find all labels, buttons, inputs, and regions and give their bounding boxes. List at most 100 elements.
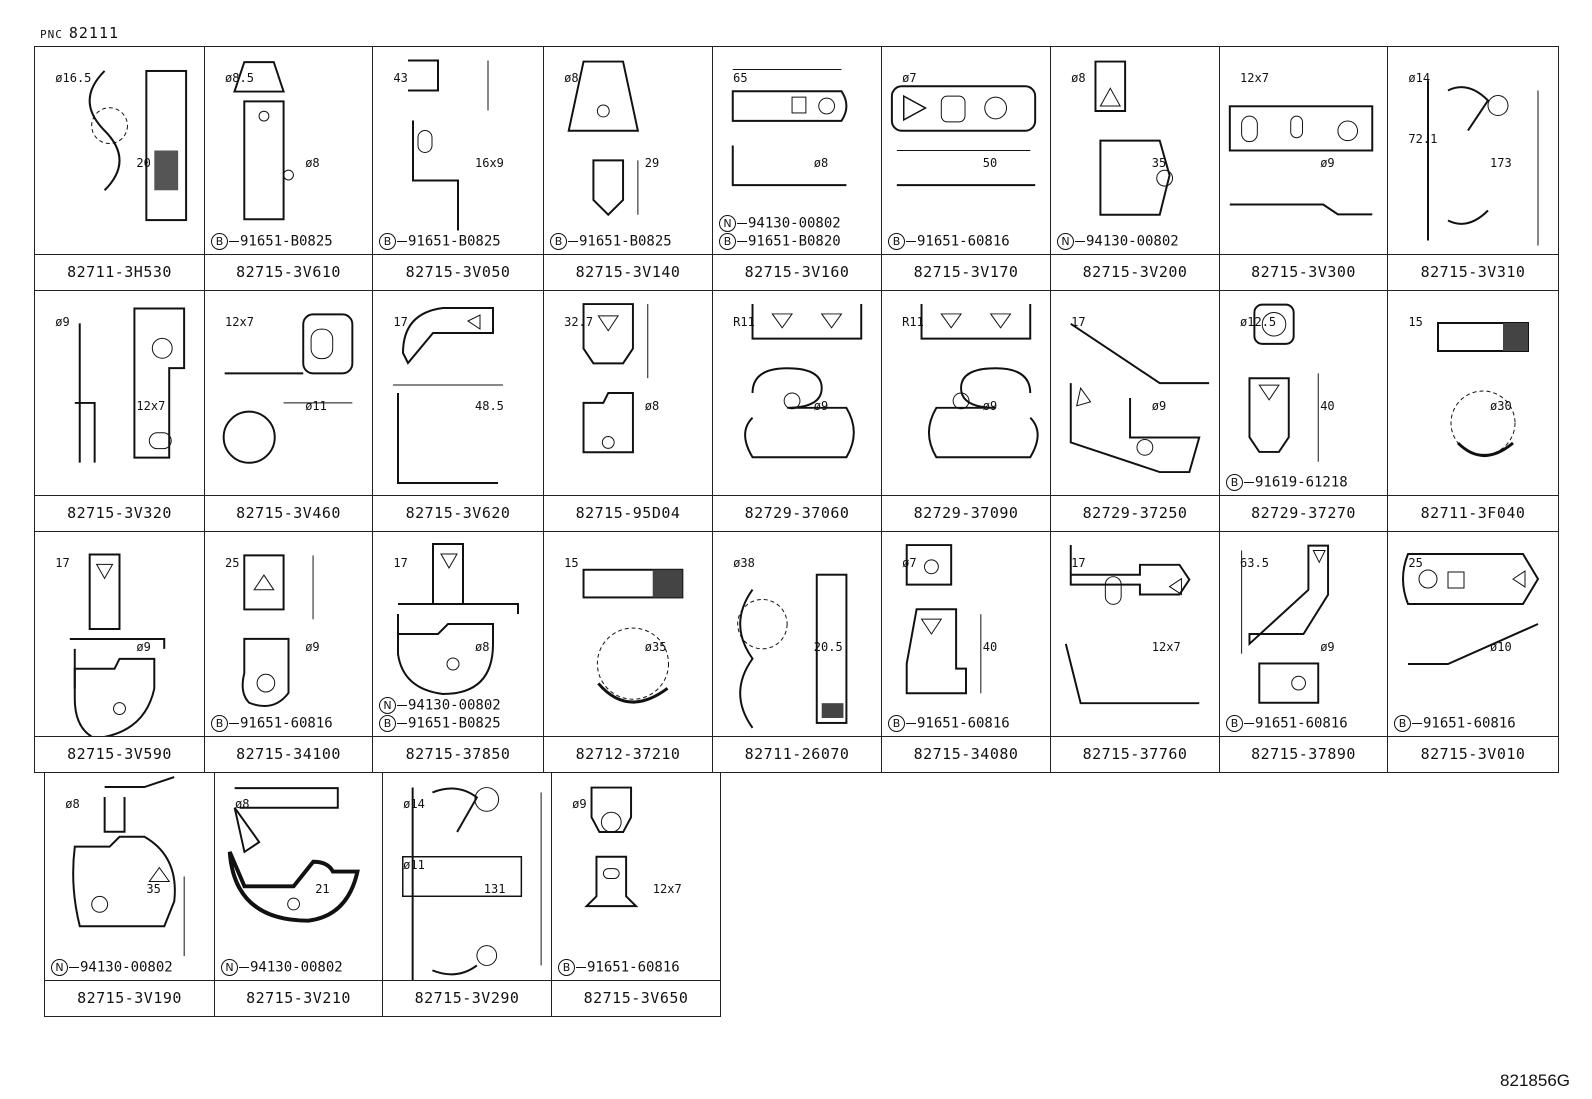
dimension-label: ø8 bbox=[475, 640, 490, 654]
fastener-callout: N 94130-00802 bbox=[221, 959, 343, 976]
dimension-label: ø9 bbox=[813, 399, 829, 413]
fastener-part-number: 94130-00802 bbox=[1086, 233, 1179, 250]
part-illustration bbox=[205, 291, 372, 495]
leader-line bbox=[737, 241, 747, 242]
part-number: 82715-3V320 bbox=[35, 495, 204, 531]
part-number: 82712-37210 bbox=[544, 736, 712, 772]
dimension-label: 17 bbox=[393, 556, 408, 570]
fastener-part-number: 91651-B0825 bbox=[240, 233, 333, 250]
part-illustration bbox=[1051, 291, 1219, 495]
dimension-label: 15 bbox=[1408, 315, 1423, 329]
dimension-label: 40 bbox=[1320, 399, 1335, 413]
leader-line bbox=[1412, 723, 1422, 724]
dimension-label: 12x7 bbox=[652, 882, 682, 897]
part-illustration bbox=[35, 532, 204, 736]
part-illustration bbox=[373, 532, 543, 736]
part-illustration bbox=[882, 532, 1050, 736]
leader-line bbox=[397, 241, 407, 242]
dimension-label: 63.5 bbox=[1240, 556, 1269, 570]
leader-line bbox=[69, 967, 79, 968]
dimension-label: 173 bbox=[1490, 156, 1512, 171]
part-illustration bbox=[35, 291, 204, 495]
part-illustration bbox=[1220, 47, 1387, 254]
part-illustration bbox=[35, 47, 204, 254]
part-illustration bbox=[1051, 47, 1219, 254]
dimension-label: R11 bbox=[733, 315, 755, 329]
part-illustration bbox=[45, 773, 214, 980]
dimension-label: 15 bbox=[564, 556, 579, 570]
part-illustration bbox=[373, 291, 543, 495]
bolt-symbol-icon: B bbox=[379, 715, 396, 732]
dimension-label: 17 bbox=[1071, 315, 1086, 329]
part-illustration bbox=[215, 773, 382, 980]
part-number: 82715-3V290 bbox=[383, 980, 551, 1016]
dimension-label: 12x7 bbox=[1240, 71, 1269, 86]
dimension-label: ø9 bbox=[305, 640, 320, 654]
dimension-label: ø9 bbox=[55, 315, 70, 329]
dimension-label: ø30 bbox=[1490, 399, 1512, 413]
fastener-callout: N 94130-00802 bbox=[51, 959, 173, 976]
bolt-symbol-icon: B bbox=[558, 959, 575, 976]
dimension-label: ø8 bbox=[813, 156, 829, 171]
dimension-label: 35 bbox=[1151, 156, 1167, 171]
dimension-label: ø11 bbox=[305, 399, 327, 413]
dimension-label: ø11 bbox=[403, 858, 425, 873]
part-illustration bbox=[882, 47, 1050, 254]
fastener-part-number: 94130-00802 bbox=[748, 215, 841, 232]
fastener-part-number: 91619-61218 bbox=[1255, 474, 1348, 491]
leader-line bbox=[1244, 723, 1254, 724]
dimension-label: ø38 bbox=[733, 556, 755, 570]
nut-symbol-icon: N bbox=[51, 959, 68, 976]
dimension-label: 21 bbox=[315, 882, 330, 897]
leader-line bbox=[737, 223, 747, 224]
dimension-label: 29 bbox=[644, 156, 660, 171]
nut-symbol-icon: N bbox=[221, 959, 238, 976]
part-illustration bbox=[544, 47, 712, 254]
dimension-label: 25 bbox=[1408, 556, 1423, 570]
dimension-label: ø8 bbox=[1071, 71, 1086, 86]
leader-line bbox=[229, 241, 239, 242]
part-illustration bbox=[1051, 532, 1219, 736]
dimension-label: ø9 bbox=[1320, 156, 1335, 171]
leader-line bbox=[229, 723, 239, 724]
part-number: 82729-37060 bbox=[713, 495, 881, 531]
part-number: 82711-3H530 bbox=[35, 254, 204, 290]
part-number: 82715-37760 bbox=[1051, 736, 1219, 772]
leader-line bbox=[906, 241, 916, 242]
bolt-symbol-icon: B bbox=[1226, 715, 1243, 732]
fastener-part-number: 94130-00802 bbox=[80, 959, 173, 976]
illustration-reference: 821856G bbox=[1500, 1071, 1570, 1090]
part-number: 82715-37890 bbox=[1220, 736, 1387, 772]
part-number: 82715-34080 bbox=[882, 736, 1050, 772]
part-number: 82715-3V650 bbox=[552, 980, 720, 1016]
part-number: 82715-3V590 bbox=[35, 736, 204, 772]
dimension-label: ø16.5 bbox=[55, 71, 92, 86]
fastener-part-number: 94130-00802 bbox=[250, 959, 343, 976]
part-illustration bbox=[1388, 291, 1558, 495]
part-illustration bbox=[713, 47, 881, 254]
part-number: 82715-37850 bbox=[373, 736, 543, 772]
bolt-symbol-icon: B bbox=[211, 233, 228, 250]
